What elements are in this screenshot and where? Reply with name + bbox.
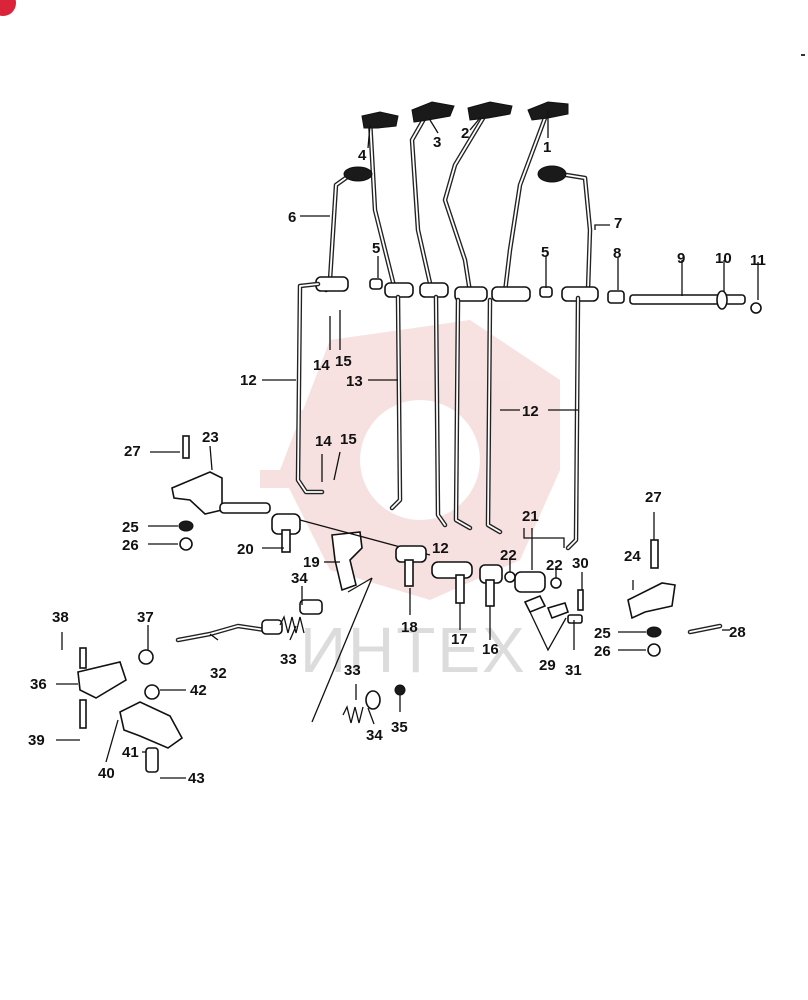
part-label-30: 30 [572, 555, 589, 572]
part-label-12b: 12 [432, 540, 449, 557]
part-label-34a: 34 [291, 570, 308, 587]
part-label-18: 18 [401, 619, 418, 636]
part-label-9: 9 [677, 250, 685, 267]
part-label-39: 39 [28, 732, 45, 749]
rod-group [295, 281, 581, 551]
part-label-15b: 15 [340, 431, 357, 448]
part-label-12c: 12 [522, 403, 539, 420]
part-label-12a: 12 [240, 372, 257, 389]
part-label-2: 2 [461, 125, 469, 142]
watermark-text: ИНТЕХ [300, 614, 527, 686]
part-label-17: 17 [451, 631, 468, 648]
part-label-43: 43 [188, 770, 205, 787]
part-label-35: 35 [391, 719, 408, 736]
part-label-20: 20 [237, 541, 254, 558]
callout-leaders [56, 110, 759, 779]
part-label-25a: 25 [122, 519, 139, 536]
spring-33 [279, 615, 305, 634]
part-labels: 1 2 3 4 5 5 6 7 8 9 10 11 12 12 12 13 14… [28, 125, 766, 787]
part-label-36: 36 [30, 676, 47, 693]
part-label-1: 1 [543, 139, 551, 156]
lever-1 [502, 101, 569, 295]
part-label-16: 16 [482, 641, 499, 658]
part-label-19: 19 [303, 554, 320, 571]
part-label-3: 3 [433, 134, 441, 151]
part-label-14b: 14 [315, 433, 332, 450]
lower-linkage [77, 435, 723, 773]
part-label-13: 13 [346, 373, 363, 390]
part-label-27b: 27 [645, 489, 662, 506]
part-label-32: 32 [210, 665, 227, 682]
part-label-26b: 26 [594, 643, 611, 660]
part-label-33a: 33 [280, 651, 297, 668]
part-label-23: 23 [202, 429, 219, 446]
part-label-22b: 22 [546, 557, 563, 574]
lever-pivot-lugs [315, 276, 625, 304]
part-label-5b: 5 [541, 244, 549, 261]
corner-badge: 5 [0, 0, 16, 16]
watermark: ИНТЕХ [260, 320, 560, 686]
part-label-4: 4 [358, 147, 367, 164]
part-label-10: 10 [715, 250, 732, 267]
part-label-41: 41 [122, 744, 139, 761]
part-label-22a: 22 [500, 547, 517, 564]
part-label-40: 40 [98, 765, 115, 782]
corner-tick-mark [801, 54, 805, 56]
lever-2 [442, 101, 513, 295]
part-label-8: 8 [613, 245, 621, 262]
part-label-28: 28 [729, 624, 746, 641]
part-label-14a: 14 [313, 357, 330, 374]
lever-3 [409, 101, 455, 295]
part-label-27a: 27 [124, 443, 141, 460]
cross-shaft-9 [629, 290, 762, 314]
part-label-11: 11 [750, 252, 766, 269]
lever-4 [361, 111, 399, 293]
part-label-29: 29 [539, 657, 556, 674]
lever-group [315, 101, 762, 314]
part-label-37: 37 [137, 609, 154, 626]
part-label-31: 31 [565, 662, 582, 679]
part-label-7: 7 [614, 215, 622, 232]
part-label-34b: 34 [366, 727, 383, 744]
part-label-26a: 26 [122, 537, 139, 554]
lever-7 [537, 165, 593, 293]
part-label-6: 6 [288, 209, 296, 226]
part-label-15a: 15 [335, 353, 352, 370]
lever-6 [323, 166, 373, 293]
part-label-38: 38 [52, 609, 69, 626]
part-label-21: 21 [522, 508, 539, 525]
part-label-33b: 33 [344, 662, 361, 679]
part-label-5a: 5 [372, 240, 380, 257]
part-label-25b: 25 [594, 625, 611, 642]
part-label-42: 42 [190, 682, 207, 699]
part-label-24: 24 [624, 548, 641, 565]
